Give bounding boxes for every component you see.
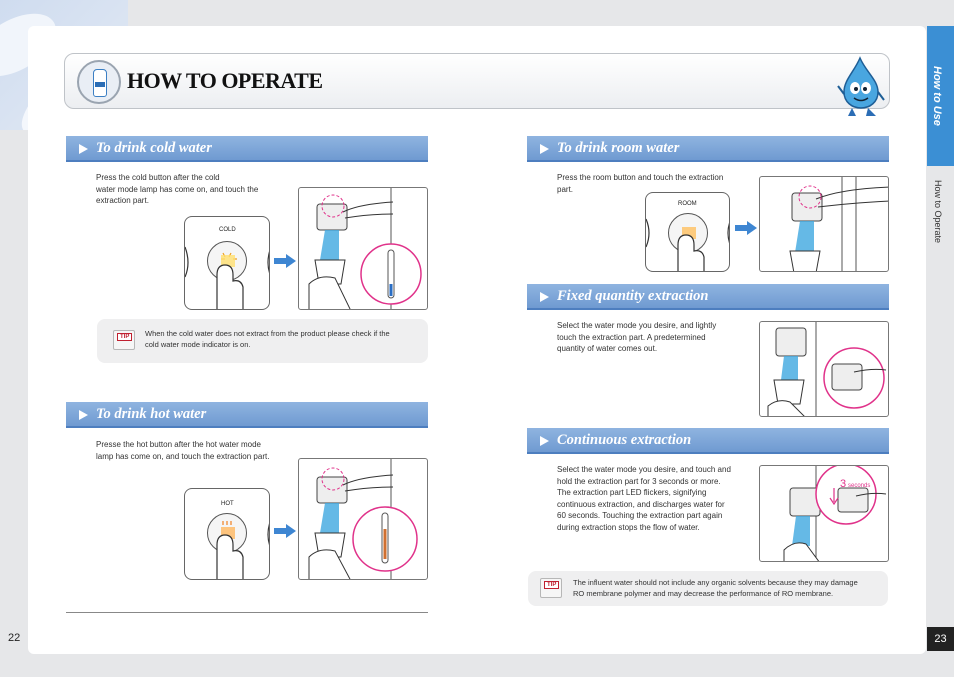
seconds-number: 3 (840, 478, 847, 490)
hot-dispense-illustration (298, 458, 428, 580)
side-tab-label: How to Use (931, 66, 943, 126)
room-button-label: ROOM (678, 201, 697, 207)
cold-tip-box: TIP When the cold water does not extract… (97, 319, 428, 363)
hot-button-label: HOT (221, 501, 234, 507)
cold-button-label: COLD (219, 227, 236, 233)
water-drop-mascot-icon (837, 56, 885, 116)
continuous-extraction-instructions: Select the water mode you desire, and to… (557, 465, 731, 532)
pressing-finger-icon (216, 521, 269, 579)
page-number-left: 22 (8, 632, 21, 644)
fixed-quantity-heading: Fixed quantity extraction (527, 284, 889, 310)
fixed-quantity-illustration (759, 321, 889, 417)
pressing-finger-icon (646, 218, 729, 271)
tip-note-icon: TIP (540, 578, 562, 598)
cold-dispense-illustration (298, 187, 428, 310)
pressing-finger-icon (185, 246, 269, 309)
section-divider (66, 612, 428, 613)
arrow-right-icon (274, 524, 296, 538)
cold-tip-text: When the cold water does not extract fro… (145, 329, 390, 349)
tip-note-icon: TIP (113, 330, 135, 350)
page-title: HOW TO OPERATE (127, 68, 323, 93)
water-dispensing-icon (308, 459, 418, 579)
cold-button-illustration: COLD (184, 216, 270, 310)
cold-water-heading: To drink cold water (66, 136, 428, 162)
arrow-right-icon (735, 221, 757, 235)
water-dispensing-icon (783, 466, 887, 561)
side-subtab-label: How to Operate (933, 180, 943, 244)
hot-water-instructions: Presse the hot button after the hot wate… (96, 440, 270, 461)
room-dispense-illustration (759, 176, 889, 272)
water-dispensing-icon (308, 188, 422, 309)
title-bar: HOW TO OPERATE (64, 53, 890, 109)
continuous-tip-box: TIP The influent water should not includ… (528, 571, 888, 606)
water-dispensing-icon (789, 177, 888, 271)
continuous-extraction-illustration: 3 seconds (759, 465, 889, 562)
hot-water-heading: To drink hot water (66, 402, 428, 428)
room-water-instructions: Press the room button and touch the extr… (557, 173, 724, 194)
room-button-illustration: ROOM (645, 192, 730, 272)
fixed-quantity-instructions: Select the water mode you desire, and li… (557, 321, 717, 353)
page-number-right: 23 (927, 627, 954, 651)
room-water-heading: To drink room water (527, 136, 889, 162)
side-tab-section[interactable]: How to Use (927, 26, 954, 166)
side-tab-subsection[interactable]: How to Operate (927, 166, 954, 621)
arrow-right-icon (274, 254, 296, 268)
hot-button-illustration: HOT (184, 488, 270, 580)
water-dispensing-icon (767, 322, 887, 416)
continuous-extraction-heading: Continuous extraction (527, 428, 889, 454)
seconds-word: seconds (848, 483, 871, 489)
water-bottle-icon (77, 60, 121, 104)
continuous-tip-text: The influent water should not include an… (573, 578, 858, 598)
